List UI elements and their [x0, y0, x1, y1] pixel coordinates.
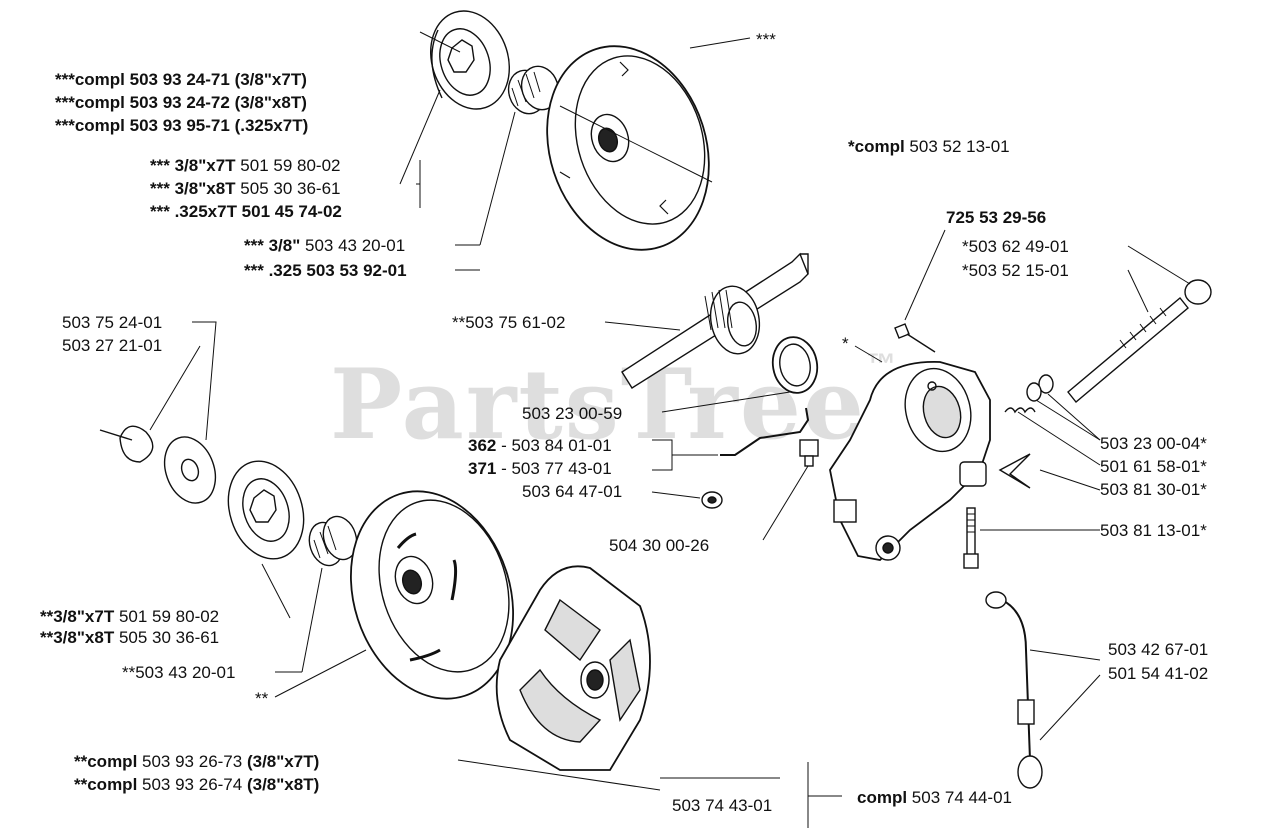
clutch-shoes — [495, 565, 651, 771]
label-lower-compl-b: **compl 503 93 26-74 (3/8"x8T) — [74, 775, 320, 794]
label-nipple: 504 30 00-26 — [609, 536, 710, 555]
label-worm: **503 75 61-02 — [452, 313, 566, 332]
label-compl-b: ***compl 503 93 24-72 (3/8"x8T) — [55, 93, 307, 112]
label-pump-compl: *compl 503 52 13-01 — [848, 137, 1010, 156]
oil-pump-housing — [829, 361, 991, 561]
label-top-stars: *** — [756, 30, 776, 49]
label-seal: 503 64 47-01 — [522, 482, 623, 501]
label-clutch-compl: compl 503 74 44-01 — [857, 788, 1012, 807]
label-p-23-00-04: 503 23 00-04* — [1100, 434, 1207, 453]
lower-sprocket-rim — [227, 460, 305, 560]
label-p-81-13: 503 81 13-01* — [1100, 521, 1207, 540]
label-washer-a: 503 75 24-01 — [62, 313, 163, 332]
label-pump-725: 725 53 29-56 — [946, 208, 1047, 227]
label-sprocket-a: *** 3/8"x7T 501 59 80-02 — [150, 156, 341, 175]
label-star: * — [842, 334, 849, 353]
label-compl-c: ***compl 503 93 95-71 (.325x7T) — [55, 116, 309, 135]
adjusting-screw — [963, 507, 979, 569]
top-clutch-drum — [546, 45, 713, 251]
label-shaft-a: *503 62 49-01 — [962, 237, 1069, 256]
label-lower-stars: ** — [255, 689, 269, 708]
pump-shaft — [1067, 279, 1212, 403]
label-oring: 503 23 00-59 — [522, 404, 623, 423]
seal-nut — [701, 491, 723, 509]
label-hose-a: 503 42 67-01 — [1108, 640, 1209, 659]
oil-hose — [985, 591, 1043, 789]
label-p-81-30: 503 81 30-01* — [1100, 480, 1207, 499]
label-washer-b: 503 27 21-01 — [62, 336, 163, 355]
label-lower-bearing: **503 43 20-01 — [122, 663, 236, 682]
top-sprocket-rim — [419, 10, 511, 110]
label-pipe-362: 362 - 503 84 01-01 — [468, 436, 612, 455]
label-compl-a: ***compl 503 93 24-71 (3/8"x7T) — [55, 70, 307, 89]
worm-gear-drive-plate — [621, 252, 809, 389]
oil-pipe — [720, 407, 819, 467]
label-clutch: 503 74 43-01 — [672, 796, 773, 815]
label-bearing-a: *** 3/8" 503 43 20-01 — [244, 236, 406, 255]
label-lower-sprocket-b: **3/8"x8T 505 30 36-61 — [40, 628, 220, 647]
label-bearing-b: *** .325 503 53 92-01 — [244, 261, 407, 280]
label-pipe-371: 371 - 503 77 43-01 — [468, 459, 612, 478]
lock-washer — [99, 425, 154, 463]
lower-clutch-drum — [350, 490, 514, 700]
top-needle-bearing — [507, 65, 560, 115]
label-hose-b: 501 54 41-02 — [1108, 664, 1209, 683]
flat-washer — [163, 436, 217, 504]
label-lower-compl-a: **compl 503 93 26-73 (3/8"x7T) — [74, 752, 320, 771]
o-ring — [771, 336, 819, 394]
spring-and-washers — [1004, 374, 1054, 414]
adjuster-bracket — [998, 453, 1031, 489]
pump-screw — [894, 323, 936, 353]
label-sprocket-c: *** .325x7T 501 45 74-02 — [150, 202, 342, 221]
label-lower-sprocket-a: **3/8"x7T 501 59 80-02 — [40, 607, 220, 626]
label-p-61-58: 501 61 58-01* — [1100, 457, 1207, 476]
lower-needle-bearing — [308, 515, 358, 567]
label-sprocket-b: *** 3/8"x8T 505 30 36-61 — [150, 179, 341, 198]
label-shaft-b: *503 52 15-01 — [962, 261, 1069, 280]
